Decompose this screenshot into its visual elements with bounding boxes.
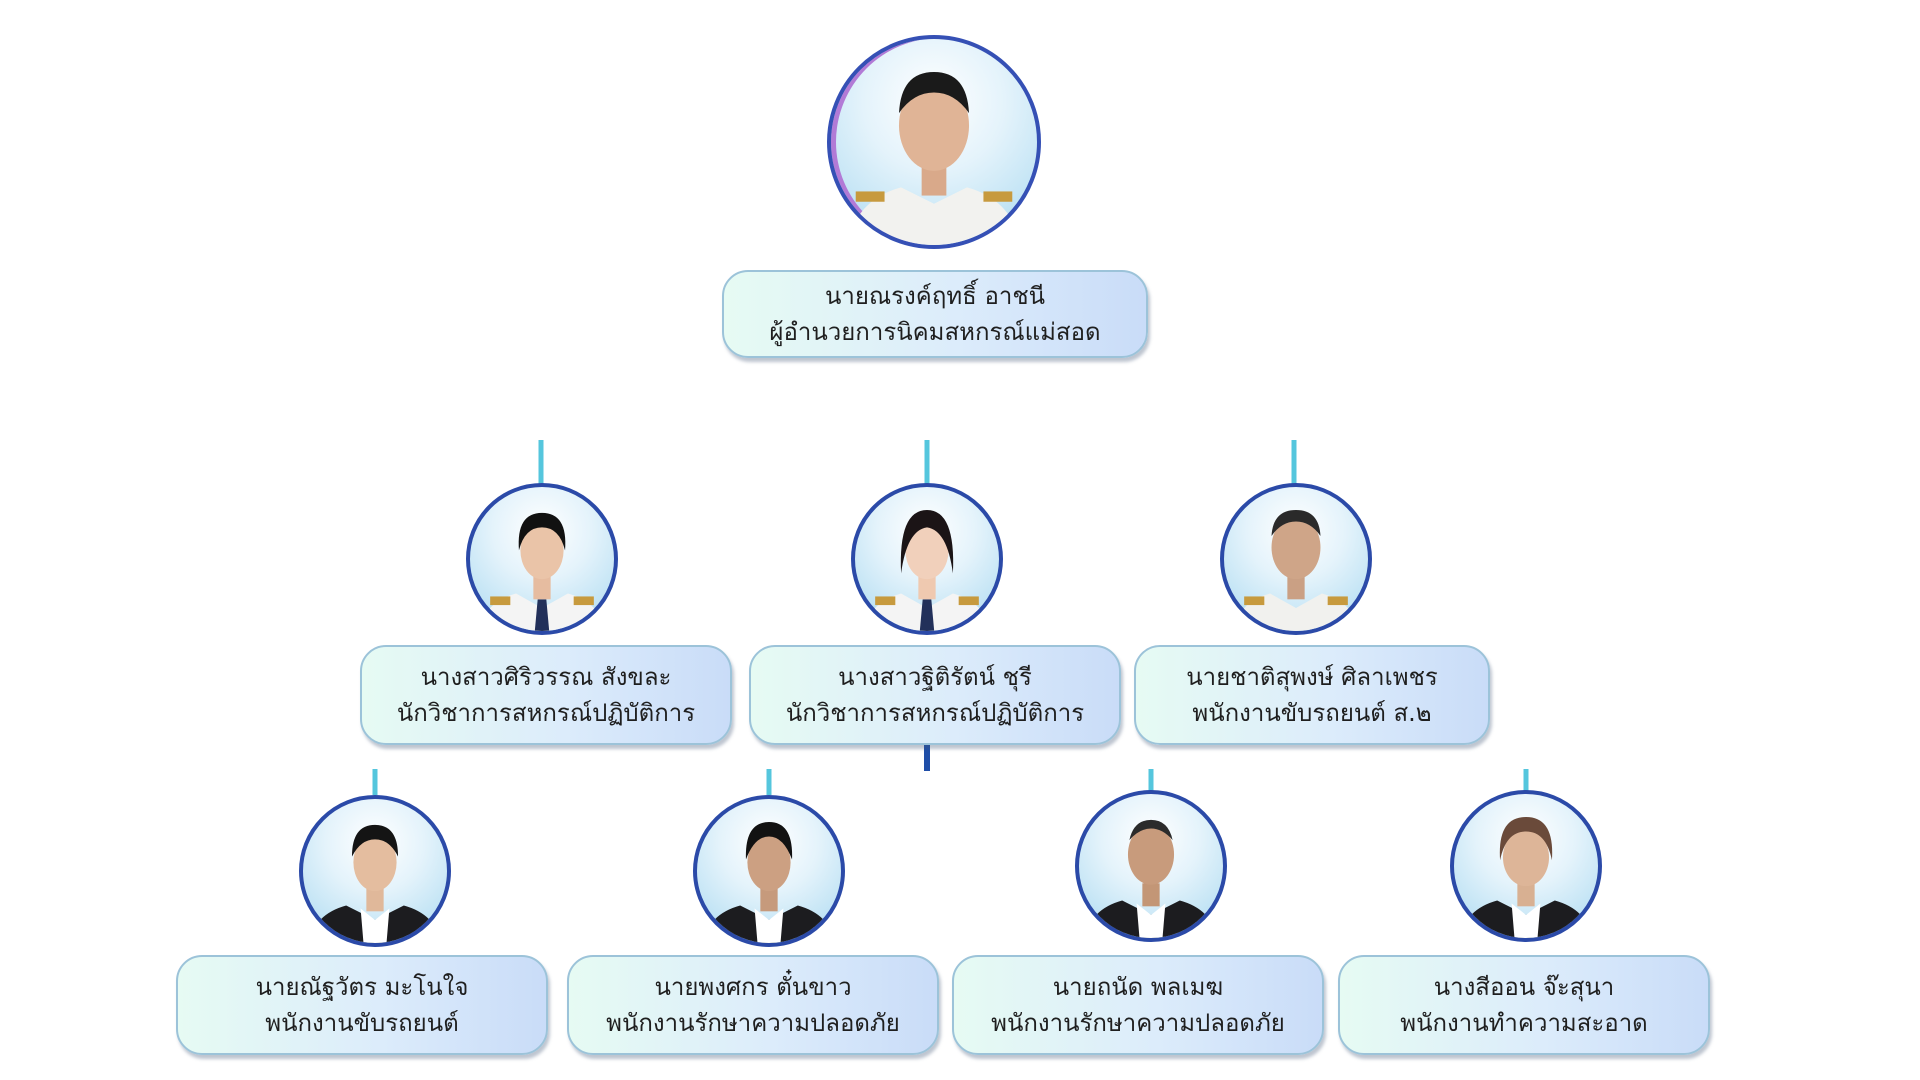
level3-name-1: นายณัฐวัตร มะโนใจ <box>255 973 469 1001</box>
level2-card-1: นางสาวศิริวรรณ สังขละ นักวิชาการสหกรณ์ปฏ… <box>360 645 732 745</box>
level2-title-1: นักวิชาการสหกรณ์ปฏิบัติการ <box>396 699 696 727</box>
level2-photo-1 <box>466 483 618 635</box>
level3-card-2: นายพงศกร ตั๋นขาว พนักงานรักษาความปลอดภัย <box>567 955 939 1055</box>
level3-photo-2 <box>693 795 845 947</box>
level2-name-3: นายชาติสุพงษ์ ศิลาเพชร <box>1186 663 1438 691</box>
level3-card-1: นายณัฐวัตร มะโนใจ พนักงานขับรถยนต์ <box>176 955 548 1055</box>
level2-title-3: พนักงานขับรถยนต์ ส.๒ <box>1192 699 1432 727</box>
level2-name-2: นางสาวฐิติรัตน์ ชุรี <box>838 663 1032 691</box>
level3-title-1: พนักงานขับรถยนต์ <box>265 1009 459 1037</box>
level3-photo-1 <box>299 795 451 947</box>
level2-card-2: นางสาวฐิติรัตน์ ชุรี นักวิชาการสหกรณ์ปฏิ… <box>749 645 1121 745</box>
level3-title-2: พนักงานรักษาความปลอดภัย <box>606 1009 900 1037</box>
level2-title-2: นักวิชาการสหกรณ์ปฏิบัติการ <box>785 699 1085 727</box>
level3-title-3: พนักงานรักษาความปลอดภัย <box>991 1009 1285 1037</box>
level3-photo-4 <box>1450 790 1602 942</box>
level2-card-3: นายชาติสุพงษ์ ศิลาเพชร พนักงานขับรถยนต์ … <box>1134 645 1490 745</box>
level3-card-4: นางสีออน จ๊ะสุนา พนักงานทำความสะอาด <box>1338 955 1710 1055</box>
level2-name-1: นางสาวศิริวรรณ สังขละ <box>420 663 672 691</box>
level3-title-4: พนักงานทำความสะอาด <box>1400 1009 1648 1037</box>
level3-name-3: นายถนัด พลเมฆ <box>1052 973 1224 1001</box>
level3-card-3: นายถนัด พลเมฆ พนักงานรักษาความปลอดภัย <box>952 955 1324 1055</box>
level3-photo-3 <box>1075 790 1227 942</box>
level2-photo-3 <box>1220 483 1372 635</box>
director-title: ผู้อำนวยการนิคมสหกรณ์แม่สอด <box>769 318 1101 346</box>
level3-name-4: นางสีออน จ๊ะสุนา <box>1433 973 1615 1001</box>
director-name: นายณรงค์ฤทธิ์ อาชนี <box>824 282 1046 310</box>
level2-photo-2 <box>851 483 1003 635</box>
director-photo <box>827 35 1041 249</box>
director-card: นายณรงค์ฤทธิ์ อาชนี ผู้อำนวยการนิคมสหกรณ… <box>722 270 1148 358</box>
level3-name-2: นายพงศกร ตั๋นขาว <box>654 973 852 1001</box>
